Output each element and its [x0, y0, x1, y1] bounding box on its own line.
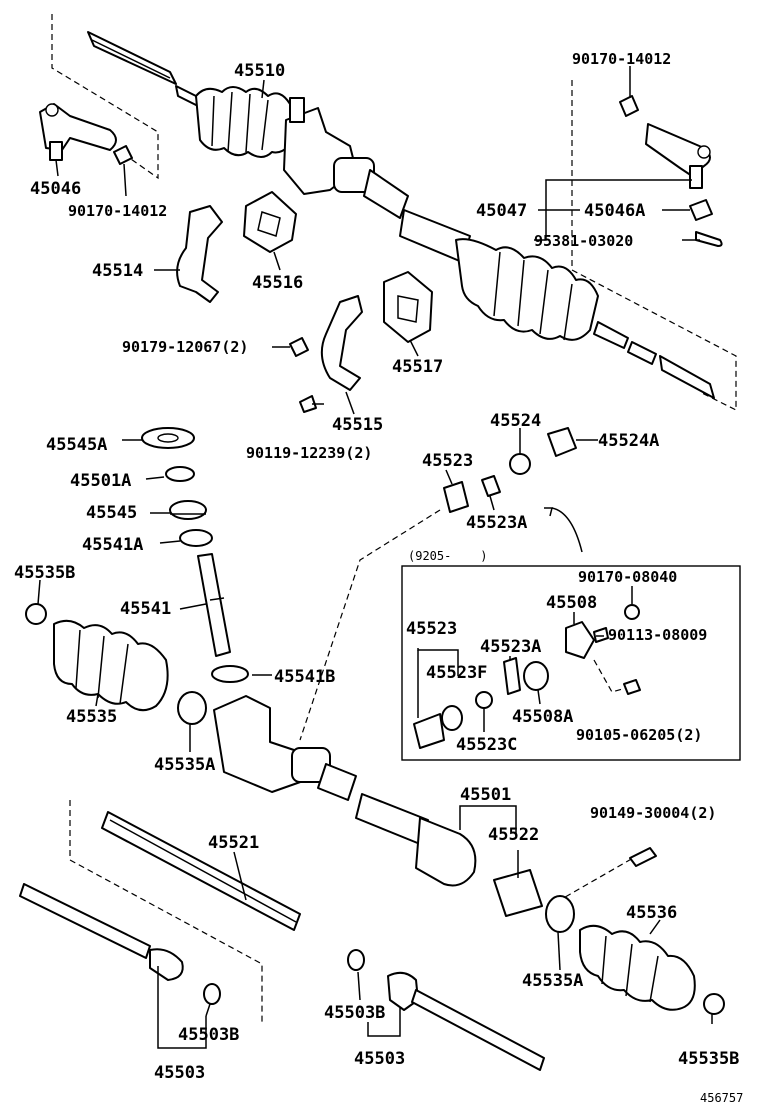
label-90170-14012-right: 90170-14012 [572, 50, 671, 68]
label-45501: 45501 [460, 785, 511, 805]
label-45503B-center: 45503B [324, 1003, 385, 1023]
label-45501A: 45501A [70, 471, 131, 491]
lower-gear-housing [213, 695, 331, 793]
label-45535A-left: 45535A [154, 755, 215, 775]
bracket-45514 [176, 205, 223, 303]
locknut-45524A [547, 427, 577, 457]
nut-45545 [169, 500, 207, 520]
plug-45523 [443, 481, 469, 513]
clamp-45535A-right [545, 895, 575, 933]
bearing-45541A [179, 529, 213, 547]
label-90179-12067: 90179-12067(2) [122, 338, 248, 356]
bearing-45501A [165, 466, 195, 482]
label-45508: 45508 [546, 593, 597, 613]
bolt-90149 [629, 847, 657, 867]
lower-dashed-frames [69, 509, 641, 1024]
label-45047: 45047 [476, 201, 527, 221]
label-45503B-left: 45503B [178, 1025, 239, 1045]
lower-rack-tube [317, 763, 429, 845]
label-45046: 45046 [30, 179, 81, 199]
label-45523C: 45523C [456, 735, 517, 755]
inset-box [401, 565, 741, 761]
label-45524A: 45524A [598, 431, 659, 451]
label-45523: 45523 [422, 451, 473, 471]
lower-left-boot [53, 619, 169, 712]
leader-lines [37, 66, 713, 1049]
clamp-45535A-left [177, 691, 207, 725]
lower-rack-end-housing [415, 817, 477, 887]
label-45535B-left: 45535B [14, 563, 75, 583]
label-45541B: 45541B [274, 667, 335, 687]
label-90113-08009: 90113-08009 [608, 626, 707, 644]
upper-gear-housing [283, 97, 409, 219]
bracket-45515 [320, 295, 363, 391]
left-tie-rod-upper [87, 31, 199, 107]
label-45523A: 45523A [466, 513, 527, 533]
lower-center-tie-rod [387, 971, 545, 1071]
label-45535A-right: 45535A [522, 971, 583, 991]
washer-45503B-center [347, 949, 365, 971]
left-tie-rod-end [39, 103, 117, 161]
upper-rack-boot [195, 86, 301, 158]
label-45517: 45517 [392, 357, 443, 377]
right-tie-rod-end [645, 123, 711, 189]
label-45514: 45514 [92, 261, 143, 281]
upper-dashed-frames [51, 14, 737, 411]
label-45522: 45522 [488, 825, 539, 845]
grommet-45517 [383, 271, 433, 343]
pinion-45541 [197, 553, 231, 657]
cotter-pin [695, 231, 723, 247]
castle-nut [689, 199, 713, 221]
label-45523-inset: 45523 [406, 619, 457, 639]
rack-bar-45521 [101, 811, 301, 931]
lower-right-boot [579, 924, 696, 1011]
label-90170-08040: 90170-08040 [578, 568, 677, 586]
label-45524: 45524 [490, 411, 541, 431]
right-nut-top [619, 95, 639, 117]
label-90105-06205: 90105-06205(2) [576, 726, 702, 744]
label-45541: 45541 [120, 599, 171, 619]
inset-parts [413, 604, 641, 749]
grommet-45516 [243, 191, 297, 253]
part-labels: 45510 90170-14012 45046 90170-14012 4504… [14, 50, 743, 1105]
label-45521: 45521 [208, 833, 259, 853]
diagram-id: 456757 [700, 1091, 743, 1105]
bolt-90119 [299, 395, 324, 413]
label-45515: 45515 [332, 415, 383, 435]
label-45510: 45510 [234, 61, 285, 81]
nut-90179 [289, 337, 309, 357]
label-45535: 45535 [66, 707, 117, 727]
upper-right-boot [455, 238, 629, 349]
label-45503-center: 45503 [354, 1049, 405, 1069]
washer-45503B-left [203, 983, 221, 1005]
label-90119-12239: 90119-12239(2) [246, 444, 372, 462]
clamp-45535B-right [703, 993, 725, 1015]
label-90149-30004: 90149-30004(2) [590, 804, 716, 822]
label-45523A-inset: 45523A [480, 637, 541, 657]
lower-left-tie-rod [19, 883, 184, 981]
label-45536: 45536 [626, 903, 677, 923]
label-45508A: 45508A [512, 707, 573, 727]
label-45541A: 45541A [82, 535, 143, 555]
label-45516: 45516 [252, 273, 303, 293]
nut-45524 [509, 453, 531, 475]
clamp-45535B-left [25, 603, 47, 625]
label-45046A: 45046A [584, 201, 645, 221]
spring-45523A [481, 475, 501, 497]
label-90170-14012-left: 90170-14012 [68, 202, 167, 220]
label-45535B-right: 45535B [678, 1049, 739, 1069]
right-tie-rod-upper [627, 341, 715, 399]
label-95381-03020: 95381-03020 [534, 232, 633, 250]
label-45503-left: 45503 [154, 1063, 205, 1083]
label-45545A: 45545A [46, 435, 107, 455]
bearing-45541B [211, 665, 249, 683]
label-45523F: 45523F [426, 663, 487, 683]
left-nut [113, 145, 133, 165]
label-45545: 45545 [86, 503, 137, 523]
label-inset-date: (9205- ) [408, 549, 487, 563]
washer-45545A [141, 427, 195, 449]
